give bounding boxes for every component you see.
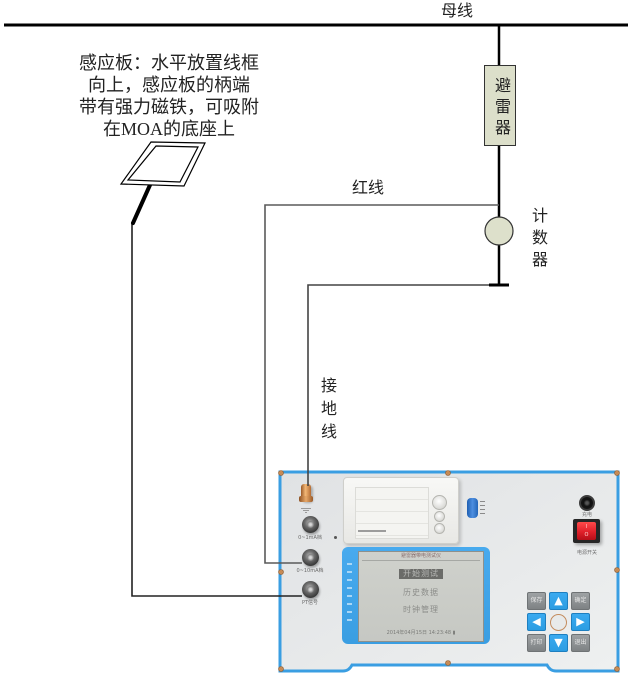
arrester-label: 避雷器 [492, 76, 509, 140]
lcd-side-mark [347, 571, 352, 573]
confirm-button[interactable]: 确定 [571, 592, 590, 610]
power-off-mark: O [584, 532, 589, 538]
busbar-label: 母线 [441, 3, 474, 20]
arrow-left-icon: ◀ [532, 615, 541, 628]
indicator-hole [334, 536, 337, 539]
screw [278, 470, 284, 476]
printer-button[interactable] [434, 523, 445, 534]
power-on-mark: I [585, 524, 588, 530]
charge-port-label: 充电 [581, 512, 592, 518]
printer-brand-mark [358, 530, 386, 532]
screw [278, 666, 284, 672]
ground-wire-label: 接地线 [318, 377, 335, 446]
lcd-side-mark [347, 595, 352, 597]
note-line: 向上，感应板的柄端 [88, 75, 250, 95]
ground-symbol-icon [301, 507, 311, 514]
screw [278, 569, 284, 575]
sensor-plate-note: 感应板：水平放置线框 向上，感应板的柄端 带有强力磁铁，可吸附 在MOA的底座上 [60, 52, 278, 140]
power-switch[interactable]: I O [573, 519, 600, 543]
note-line: 在MOA的底座上 [102, 119, 235, 139]
arrow-up-icon: ▲ [554, 594, 563, 607]
screw [614, 470, 620, 476]
input-connector-label: 0~10mA档 [296, 568, 324, 574]
sensor-signal-wire [131, 222, 302, 597]
thermal-printer [343, 477, 459, 544]
lcd-side-mark [347, 619, 352, 621]
ground-wire [307, 284, 489, 486]
screw [614, 567, 620, 573]
arrow-right-icon: ▶ [576, 615, 585, 628]
serial-port [467, 498, 478, 518]
lcd-menu-item[interactable]: 历史数据 [403, 588, 439, 597]
lcd-side-mark [347, 563, 352, 565]
lcd-title: 避雷器带电测试仪 [400, 553, 441, 559]
input-connector-label: PT信号 [301, 600, 319, 606]
counter-symbol [484, 216, 514, 246]
lcd-side-mark [347, 603, 352, 605]
input-connector-label: 0~1mA档 [298, 535, 322, 541]
circle-icon [550, 613, 567, 631]
screw [614, 666, 620, 672]
lcd-menu-item[interactable]: 开始测试 [399, 569, 443, 579]
left-arrow-button[interactable]: ◀ [527, 613, 546, 631]
ground-terminal-nut [299, 496, 313, 502]
lcd-status-line: 2014年04月15日 14:23:48 ▮ [386, 630, 456, 636]
tester-front-panel: 0~1mA档 0~10mA档 PT信号 避雷器带电测试仪 开始测试 历史数据 时… [278, 470, 620, 673]
printer-feed-button[interactable] [432, 495, 447, 510]
down-arrow-button[interactable]: ▼ [549, 634, 568, 652]
save-button[interactable]: 保存 [527, 592, 546, 610]
sensor-plate-outer [119, 141, 206, 187]
right-arrow-button[interactable]: ▶ [571, 613, 590, 631]
input-connector-pt-signal [302, 581, 319, 598]
lcd-bezel: 避雷器带电测试仪 开始测试 历史数据 时钟管理 2014年04月15日 14:2… [342, 547, 490, 644]
lcd-side-mark [347, 611, 352, 613]
sensor-plate-inner [126, 145, 199, 183]
note-line: 感应板：水平放置线框 [79, 53, 259, 73]
note-line: 带有强力磁铁，可吸附 [79, 97, 259, 117]
lcd-title-divider [362, 560, 480, 561]
lcd-side-mark [347, 587, 352, 589]
screw [445, 660, 451, 666]
charge-port [579, 495, 595, 511]
serial-port-pins [480, 501, 485, 515]
counter-label: 计数器 [529, 207, 546, 273]
sensor-plate-handle [131, 183, 152, 225]
lcd-side-mark [347, 579, 352, 581]
arrow-down-icon: ▼ [554, 636, 563, 649]
red-wire-label: 红线 [352, 180, 385, 197]
power-switch-rocker[interactable]: I O [577, 522, 596, 540]
input-connector-0-10ma [302, 549, 319, 566]
lcd-screen: 避雷器带电测试仪 开始测试 历史数据 时钟管理 2014年04月15日 14:2… [358, 551, 484, 642]
lcd-menu-item[interactable]: 时钟管理 [403, 605, 439, 614]
input-connector-0-1ma [302, 516, 319, 533]
center-button[interactable] [549, 613, 568, 631]
keypad: 保存 ▲ 确定 ◀ ▶ 打印 ▼ 退出 [527, 592, 590, 652]
printer-button[interactable] [434, 511, 445, 522]
print-button[interactable]: 打印 [527, 634, 546, 652]
up-arrow-button[interactable]: ▲ [549, 592, 568, 610]
surge-arrester: 避雷器 [484, 65, 516, 146]
power-switch-label: 电源开关 [576, 550, 597, 556]
screw [445, 470, 451, 476]
exit-button[interactable]: 退出 [571, 634, 590, 652]
